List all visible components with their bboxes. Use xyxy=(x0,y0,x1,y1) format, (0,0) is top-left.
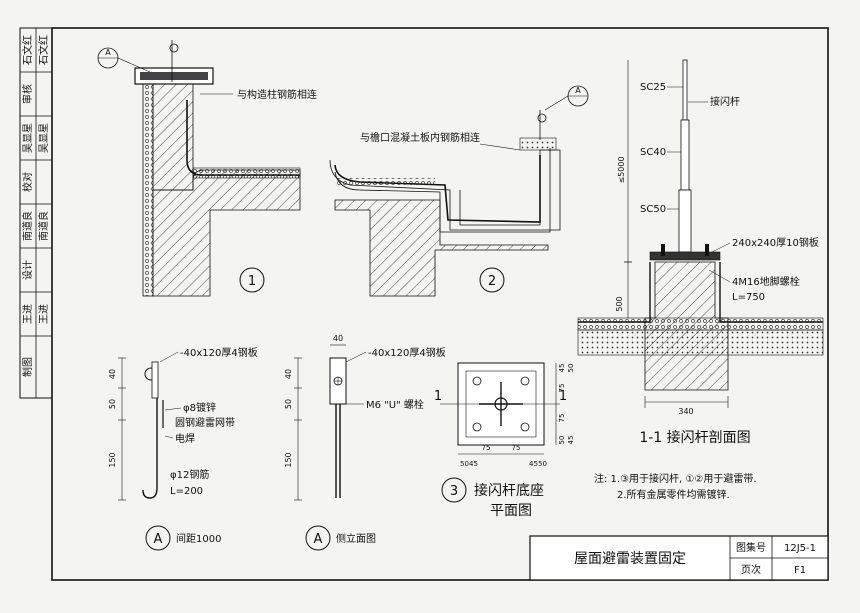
atlas-label: 图集号 xyxy=(736,541,766,554)
detail-3: 1 1 50 45 75 75 45 50 45 50 75 75 50 45 … xyxy=(434,362,575,519)
rod-label-sc25: SC25 xyxy=(640,82,666,93)
dimA-50: 50 xyxy=(108,399,117,409)
note-line-1: 注: 1.③用于接闪杆, ①②用于避雷带. xyxy=(594,472,757,485)
section-mark-right: 1 xyxy=(559,389,567,404)
detailA-bar: φ12钢筋 xyxy=(170,468,209,481)
side-role-6: 王进 xyxy=(22,304,34,324)
width-dim: 340 xyxy=(678,407,693,416)
dimS-50: 50 xyxy=(284,399,293,409)
d3-b5: 50 xyxy=(538,460,547,468)
side-role-3: 校对 xyxy=(21,172,34,192)
detail1-callout: A xyxy=(105,48,111,57)
rod-label-sc50: SC50 xyxy=(640,204,666,215)
detail-2: 与檐口混凝土板内钢筋相连 A 2 xyxy=(329,85,589,297)
section-mark-left: 1 xyxy=(434,389,442,404)
signature-6: 王进 xyxy=(38,304,50,324)
bolt-length: L=750 xyxy=(732,292,765,303)
detail2-number: 2 xyxy=(488,274,496,289)
detailA-weld: 电焊 xyxy=(175,432,195,445)
page-value: F1 xyxy=(794,565,806,576)
dimA-40: 40 xyxy=(108,369,117,379)
d3-r1: 50 xyxy=(567,364,575,373)
signature-0: 石文红 xyxy=(37,35,50,65)
side-signature-block: 石文红 石文红 审核 吴显星 吴显星 校对 南道良 南道良 设计 王进 王进 制… xyxy=(19,27,53,399)
rod-name: 接闪杆 xyxy=(710,95,740,108)
d3-r0: 45 xyxy=(558,364,566,373)
side-circle: A xyxy=(314,532,323,547)
d3-r2: 75 xyxy=(558,384,566,393)
side-role-4: 南道良 xyxy=(21,211,34,241)
base-plate: 240x240厚10钢板 xyxy=(732,236,819,249)
d3-b3: 75 xyxy=(512,444,521,452)
detail-1: 与构造柱钢筋相连 A 1 xyxy=(97,40,317,297)
section-title: 1-1 接闪杆剖面图 xyxy=(639,429,750,446)
dimS-40a: 40 xyxy=(284,369,293,379)
dimS-150: 150 xyxy=(284,452,293,467)
d3-b2: 75 xyxy=(482,444,491,452)
rod-height: ≤5000 xyxy=(617,156,626,183)
side-role-1: 审核 xyxy=(21,84,34,104)
dimS-40-top: 40 xyxy=(333,334,343,343)
detail1-note: 与构造柱钢筋相连 xyxy=(237,88,317,101)
d3-b0: 50 xyxy=(460,460,469,468)
detail-A-side: 40 50 150 40 -40x120厚4钢板 M6 "U" 螺栓 A 侧立面… xyxy=(284,334,446,551)
signature-4: 南道良 xyxy=(37,211,50,241)
d3-r5: 45 xyxy=(567,436,575,445)
anchor-bolts: 4M16地脚螺栓 xyxy=(732,275,800,288)
detailA-plate: -40x120厚4钢板 xyxy=(180,346,258,359)
atlas-value: 12J5-1 xyxy=(784,543,816,554)
drawing-title: 屋面避雷装置固定 xyxy=(574,551,686,567)
page-label: 页次 xyxy=(741,563,761,576)
detailA-caption: 间距1000 xyxy=(176,532,221,545)
d3-b4: 45 xyxy=(529,460,538,468)
side-plate: -40x120厚4钢板 xyxy=(368,346,446,359)
detailA-bar-len: L=200 xyxy=(170,486,203,497)
title-block: 屋面避雷装置固定 图集号 12J5-1 页次 F1 xyxy=(529,535,829,581)
side-bolt: M6 "U" 螺栓 xyxy=(366,398,424,411)
side-role-7: 制图 xyxy=(21,357,34,377)
detail3-caption1: 接闪杆底座 xyxy=(474,482,544,499)
side-role-0: 石文红 xyxy=(21,35,34,65)
section-1-1: SC25 SC40 SC50 接闪杆 ≤5000 240x240厚10钢板 4M… xyxy=(577,59,824,446)
d3-b1: 45 xyxy=(469,460,478,468)
detail2-note: 与檐口混凝土板内钢筋相连 xyxy=(360,131,480,144)
side-caption: 侧立面图 xyxy=(336,532,376,545)
note-line-2: 2.所有金属零件均需镀锌. xyxy=(617,488,730,501)
side-role-2: 吴显星 xyxy=(22,123,34,153)
signature-2: 吴显星 xyxy=(38,123,50,153)
d3-r4: 50 xyxy=(558,436,566,445)
detailA-wire: φ8镀锌 xyxy=(183,401,216,414)
detail-A: 40 50 150 -40x120厚4钢板 φ8镀锌 圆钢避雷网带 电焊 φ12… xyxy=(108,346,258,551)
detail2-callout: A xyxy=(575,86,581,95)
detailA-wire2: 圆钢避雷网带 xyxy=(175,416,235,429)
detailA-circle: A xyxy=(154,532,163,547)
d3-r3: 75 xyxy=(558,414,566,423)
side-role-5: 设计 xyxy=(21,260,34,280)
rod-label-sc40: SC40 xyxy=(640,147,666,158)
depth-dim: 500 xyxy=(615,296,624,311)
notes: 注: 1.③用于接闪杆, ①②用于避雷带. 2.所有金属零件均需镀锌. xyxy=(594,472,757,501)
detail3-circle: 3 xyxy=(450,484,458,499)
detail3-caption2: 平面图 xyxy=(490,503,532,519)
dimA-150: 150 xyxy=(108,452,117,467)
detail1-number: 1 xyxy=(248,274,256,289)
